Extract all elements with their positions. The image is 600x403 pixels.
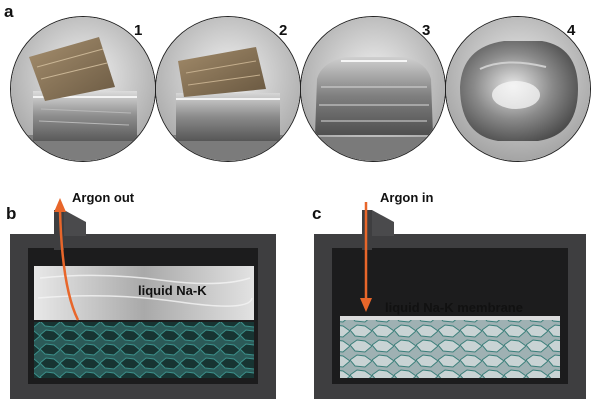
photo-number-4: 4 bbox=[567, 22, 576, 39]
photo-number-3: 3 bbox=[422, 22, 431, 39]
panel-letter-a: a bbox=[4, 2, 14, 21]
liquid-na-k-membrane-label: liquid Na-K membrane bbox=[385, 300, 523, 315]
panel-letter-b: b bbox=[6, 204, 17, 223]
photo-number-1: 1 bbox=[134, 22, 143, 39]
photo-number-2: 2 bbox=[279, 22, 288, 39]
diagram-b bbox=[10, 198, 276, 399]
panel-letter-c: c bbox=[312, 204, 322, 223]
diagram-c bbox=[314, 202, 586, 399]
argon-in-label: Argon in bbox=[380, 190, 434, 205]
photo-4 bbox=[445, 16, 591, 162]
liquid-na-k-label: liquid Na-K bbox=[138, 283, 207, 298]
argon-out-label: Argon out bbox=[72, 190, 135, 205]
